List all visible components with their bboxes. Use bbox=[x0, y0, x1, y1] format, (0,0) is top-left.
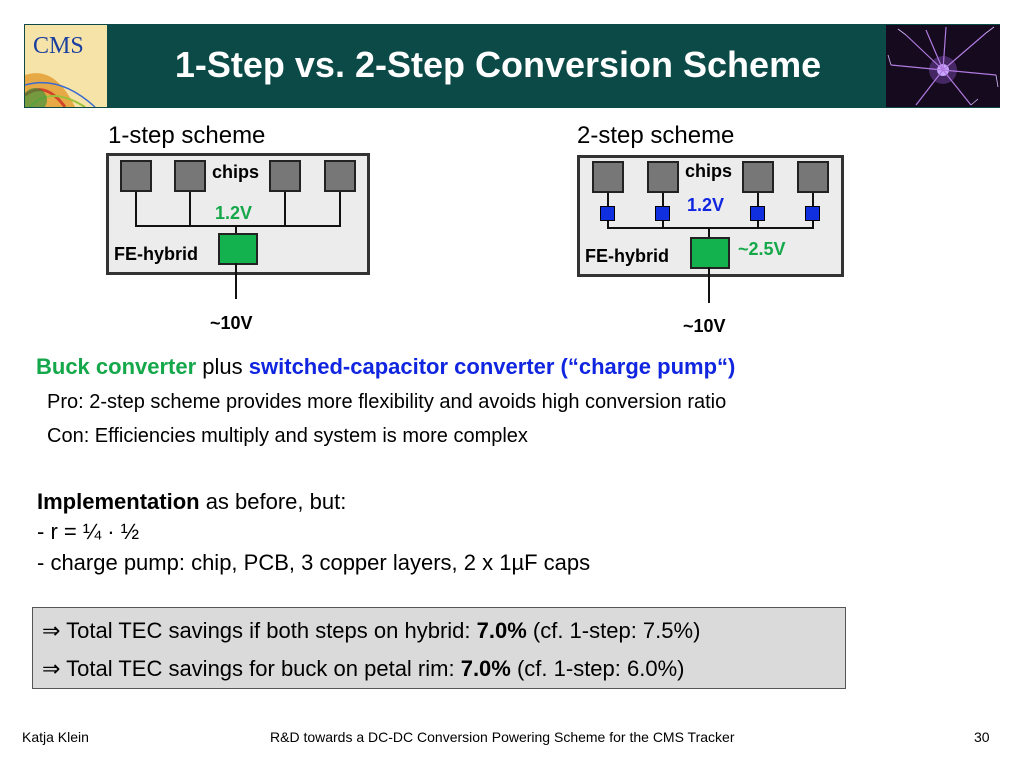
scheme1-wire bbox=[189, 192, 191, 227]
ratio-item: - r = ¼ · ½ bbox=[37, 519, 140, 544]
summary-line2-value: 7.0% bbox=[460, 656, 511, 681]
scheme2-input-wire bbox=[708, 267, 710, 303]
scheme2-voltage-label: 1.2V bbox=[687, 195, 725, 215]
summary-line1-rest: (cf. 1-step: 7.5%) bbox=[526, 618, 701, 643]
page-number: 30 bbox=[974, 729, 990, 745]
scheme1-hybrid-label: FE-hybrid bbox=[114, 244, 198, 264]
scheme1-wire bbox=[135, 192, 137, 227]
implementation-bold: Implementation bbox=[37, 489, 200, 514]
scheme1-title: 1-step scheme bbox=[108, 122, 266, 149]
cms-logo: CMS bbox=[25, 25, 107, 107]
scheme1-input-label: ~10V bbox=[210, 313, 253, 333]
scheme2-bus bbox=[607, 227, 814, 229]
summary-line1-text: Total TEC savings if both steps on hybri… bbox=[60, 618, 477, 643]
summary-box bbox=[32, 607, 846, 689]
summary-line-petal-rim: ⇒ Total TEC savings for buck on petal ri… bbox=[42, 656, 684, 682]
scheme2-chips-label: chips bbox=[685, 161, 733, 181]
footer-talk-title: R&D towards a DC-DC Conversion Powering … bbox=[270, 729, 735, 745]
scheme1-chip bbox=[174, 160, 206, 192]
scheme1-wire bbox=[235, 225, 237, 235]
con-text: Con: Efficiencies multiply and system is… bbox=[47, 425, 528, 447]
pro-text: Pro: 2-step scheme provides more flexibi… bbox=[47, 391, 727, 413]
scheme2-wire bbox=[708, 227, 710, 239]
scheme1-chip bbox=[324, 160, 356, 192]
scheme2-title: 2-step scheme bbox=[577, 122, 735, 149]
implementation-rest: as before, but: bbox=[199, 489, 347, 514]
headline-connector: plus bbox=[196, 354, 249, 379]
implies-arrow-icon: ⇒ bbox=[42, 656, 61, 681]
implies-arrow-icon: ⇒ bbox=[42, 618, 61, 643]
scheme2-hybrid-label: FE-hybrid bbox=[585, 246, 669, 266]
cms-logo-graphic bbox=[25, 25, 107, 107]
scheme2-mid-voltage-label: ~2.5V bbox=[738, 239, 786, 259]
converter-headline: Buck converter plus switched-capacitor c… bbox=[36, 354, 735, 380]
page-title: 1-Step vs. 2-Step Conversion Scheme bbox=[174, 44, 822, 85]
scheme2-buck-converter bbox=[690, 237, 730, 269]
scheme1-bus bbox=[135, 225, 341, 227]
scheme2-charge-pump bbox=[600, 206, 615, 221]
cms-logo-text: CMS bbox=[33, 33, 84, 59]
scheme1-voltage-label: 1.2V bbox=[215, 203, 253, 223]
scheme1-chip bbox=[269, 160, 301, 192]
scheme2-input-label: ~10V bbox=[683, 316, 726, 336]
footer-author: Katja Klein bbox=[22, 729, 89, 745]
scheme2-chip bbox=[647, 161, 679, 193]
buck-converter-label: Buck converter bbox=[36, 354, 197, 379]
implementation-line: Implementation as before, but: bbox=[37, 489, 346, 515]
scheme1-wire bbox=[284, 192, 286, 227]
summary-line2-rest: (cf. 1-step: 6.0%) bbox=[510, 656, 685, 681]
scheme2-charge-pump bbox=[655, 206, 670, 221]
scheme1-wire bbox=[339, 192, 341, 227]
plasma-photo bbox=[886, 25, 1000, 107]
summary-line1-value: 7.0% bbox=[476, 618, 527, 643]
summary-line-hybrid: ⇒ Total TEC savings if both steps on hyb… bbox=[42, 618, 700, 644]
scheme1-chips-label: chips bbox=[212, 162, 260, 182]
scheme2-chip bbox=[592, 161, 624, 193]
charge-pump-item: - charge pump: chip, PCB, 3 copper layer… bbox=[37, 550, 591, 575]
scheme1-chip bbox=[120, 160, 152, 192]
scheme1-buck-converter bbox=[218, 233, 258, 265]
scheme2-charge-pump bbox=[805, 206, 820, 221]
title-bar bbox=[24, 24, 1000, 108]
scheme2-charge-pump bbox=[750, 206, 765, 221]
scheme1-input-wire bbox=[235, 263, 237, 299]
summary-line2-text: Total TEC savings for buck on petal rim: bbox=[60, 656, 461, 681]
scheme2-chip bbox=[797, 161, 829, 193]
plasma-discharge-image bbox=[886, 25, 1000, 107]
scheme2-chip bbox=[742, 161, 774, 193]
charge-pump-label: switched-capacitor converter (“charge pu… bbox=[248, 354, 736, 379]
